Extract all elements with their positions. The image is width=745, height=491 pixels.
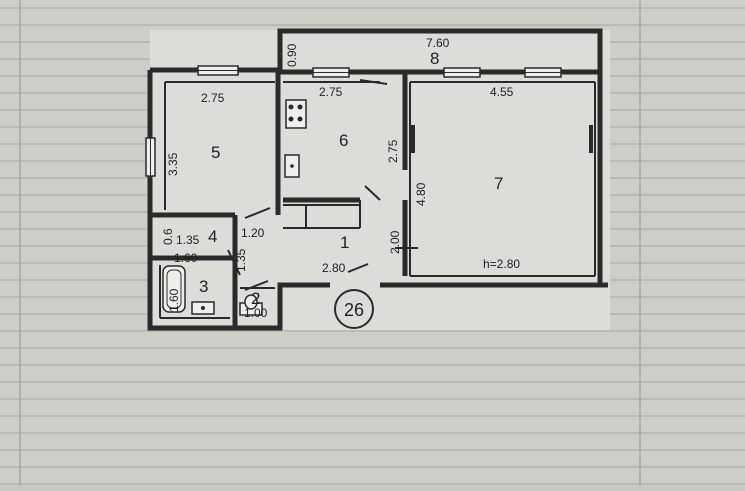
dim-room7-width: 4.55 (490, 85, 514, 99)
thin-walls (159, 81, 596, 319)
dim-balcony-length: 7.60 (426, 36, 450, 50)
entry-door (347, 263, 369, 273)
dim-room4-width: 1.35 (176, 233, 200, 247)
wc-door (244, 280, 269, 291)
closet-left-mark (411, 125, 415, 153)
dim-wc-width: 1.00 (244, 306, 268, 320)
room-number-5: 5 (211, 143, 220, 162)
apartment-number: 26 (344, 300, 364, 320)
room-number-8: 8 (430, 49, 439, 68)
room-numbers: 1 2 3 4 5 6 7 8 (199, 49, 503, 308)
dim-room5-height: 3.35 (166, 152, 180, 176)
dimension-labels: 7.60 2.75 2.75 4.55 h=2.80 2.80 1.35 1.2… (174, 36, 520, 320)
room6-door (364, 185, 381, 201)
room-number-2: 2 (251, 289, 260, 308)
dim-bath-height: 1.35 (234, 248, 248, 272)
dim-corridor-width: 2.80 (322, 261, 346, 275)
dim-balcony-depth: 0.90 (285, 43, 299, 67)
dim-room6-height: 2.75 (386, 139, 400, 163)
room4-door (227, 249, 241, 276)
room7-marks (411, 125, 593, 153)
dim-ceiling-height: h=2.80 (483, 257, 520, 271)
room-number-7: 7 (494, 174, 503, 193)
dim-corridor-2: 2.00 (388, 230, 402, 254)
closet-right-mark (589, 125, 593, 153)
kitchen-sink-icon (284, 154, 300, 178)
doors (227, 79, 418, 291)
plan-background (150, 30, 610, 330)
apartment-number-badge (334, 289, 374, 329)
bathroom-sink-icon (191, 301, 215, 315)
balcony-door (359, 79, 388, 85)
stove-icon (285, 99, 307, 129)
room-number-1: 1 (340, 233, 349, 252)
room5-door (244, 207, 271, 219)
room-number-4: 4 (208, 227, 217, 246)
dim-room6-width: 2.75 (319, 85, 343, 99)
toilet-icon (239, 294, 263, 316)
dim-bathtub: 1.60 (167, 288, 181, 312)
dim-bath-width: 1.60 (174, 251, 198, 265)
room-number-6: 6 (339, 131, 348, 150)
dim-room5-width: 2.75 (201, 91, 225, 105)
dim-room4-door: 1.20 (241, 226, 265, 240)
dim-room4-depth: 0.6 (161, 228, 175, 245)
vertical-dimension-labels: 0.90 3.35 2.75 4.80 2.00 0.6 1.35 1.60 (161, 43, 428, 312)
room-number-3: 3 (199, 277, 208, 296)
dim-room7-height: 4.80 (414, 182, 428, 206)
window-mid-lines (150, 70, 561, 176)
walls (147, 28, 608, 331)
bathtub-icon (162, 265, 186, 313)
